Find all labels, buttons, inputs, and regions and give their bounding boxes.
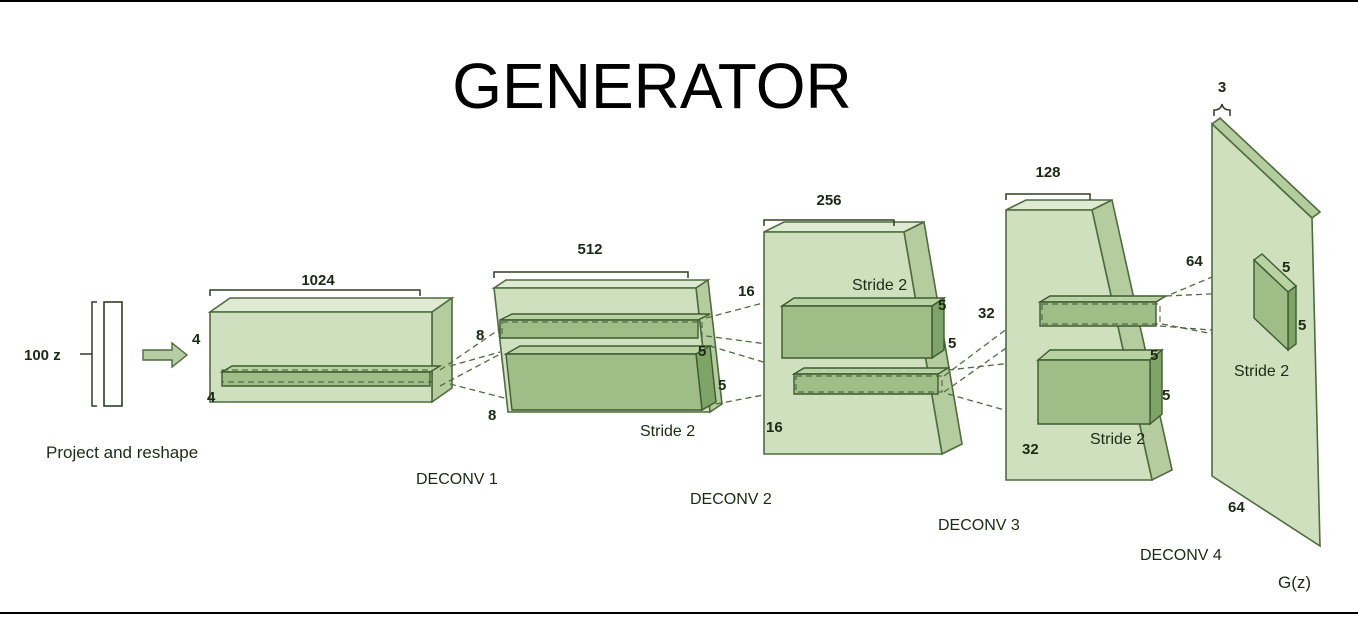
block3-depth: 256	[816, 192, 841, 209]
output-label: G(z)	[1278, 573, 1311, 592]
input-caption: Project and reshape	[46, 443, 198, 462]
block2-stride: Stride 2	[640, 423, 695, 440]
output-height: 64	[1186, 253, 1203, 270]
output-width: 64	[1228, 499, 1245, 516]
block4-stride: Stride 2	[1090, 431, 1145, 448]
output-stride: Stride 2	[1234, 363, 1289, 380]
input-label: 100 z	[24, 347, 61, 364]
block2-kernel-a: 5	[698, 343, 706, 360]
page-title: GENERATOR	[452, 50, 851, 122]
feature-block-1	[207, 289, 455, 404]
block1-height: 4	[192, 331, 201, 348]
block2-kernel-b: 5	[718, 377, 726, 394]
feature-block-4	[1005, 193, 1173, 482]
arrow-icon	[142, 341, 189, 369]
block3-kernel-b: 5	[948, 335, 956, 352]
block3-width: 16	[766, 419, 783, 436]
output-image	[1210, 103, 1322, 548]
stage-caption-2: DECONV 2	[690, 491, 772, 508]
block2-width: 8	[488, 407, 496, 424]
block3-stride: Stride 2	[852, 277, 907, 294]
block4-depth: 128	[1035, 164, 1060, 181]
block1-depth: 1024	[301, 272, 335, 289]
feature-block-2	[491, 271, 723, 414]
output-kernel-b: 5	[1298, 317, 1306, 334]
block3-height: 16	[738, 283, 755, 300]
block3-kernel-a: 5	[938, 297, 946, 314]
block4-width: 32	[1022, 441, 1039, 458]
feature-block-3	[763, 219, 963, 456]
output-kernel-a: 5	[1282, 259, 1290, 276]
block4-height: 32	[978, 305, 995, 322]
block4-kernel-b: 5	[1162, 387, 1170, 404]
block2-height: 8	[476, 327, 484, 344]
output-depth: 3	[1218, 79, 1226, 96]
input-vector	[80, 301, 123, 407]
stage-caption-3: DECONV 3	[938, 517, 1020, 534]
block2-depth: 512	[577, 241, 602, 258]
stage-caption-1: DECONV 1	[416, 471, 498, 488]
block1-width: 4	[207, 389, 216, 406]
stage-caption-4: DECONV 4	[1140, 547, 1222, 564]
block4-kernel-a: 5	[1150, 347, 1158, 364]
